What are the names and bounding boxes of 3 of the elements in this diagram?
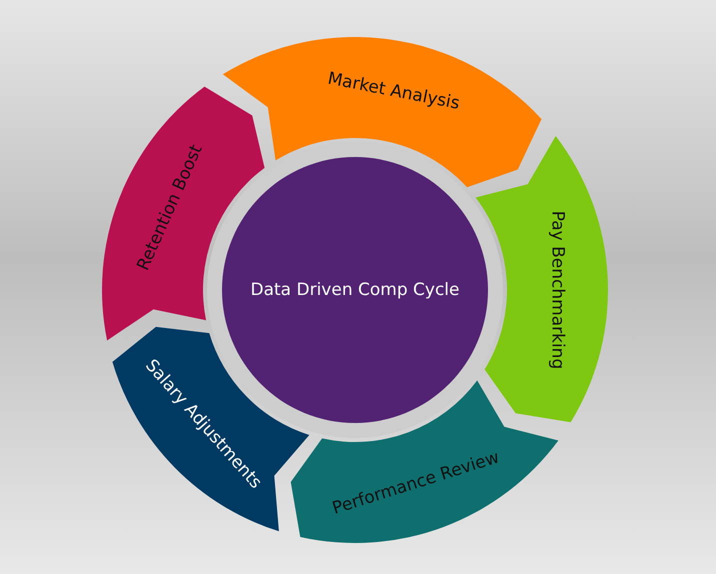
center-circle: Data Driven Comp Cycle [222,157,488,423]
arrow-segment: Pay Benchmarking [476,136,608,422]
arrow-segment: Market Analysis [222,37,542,188]
